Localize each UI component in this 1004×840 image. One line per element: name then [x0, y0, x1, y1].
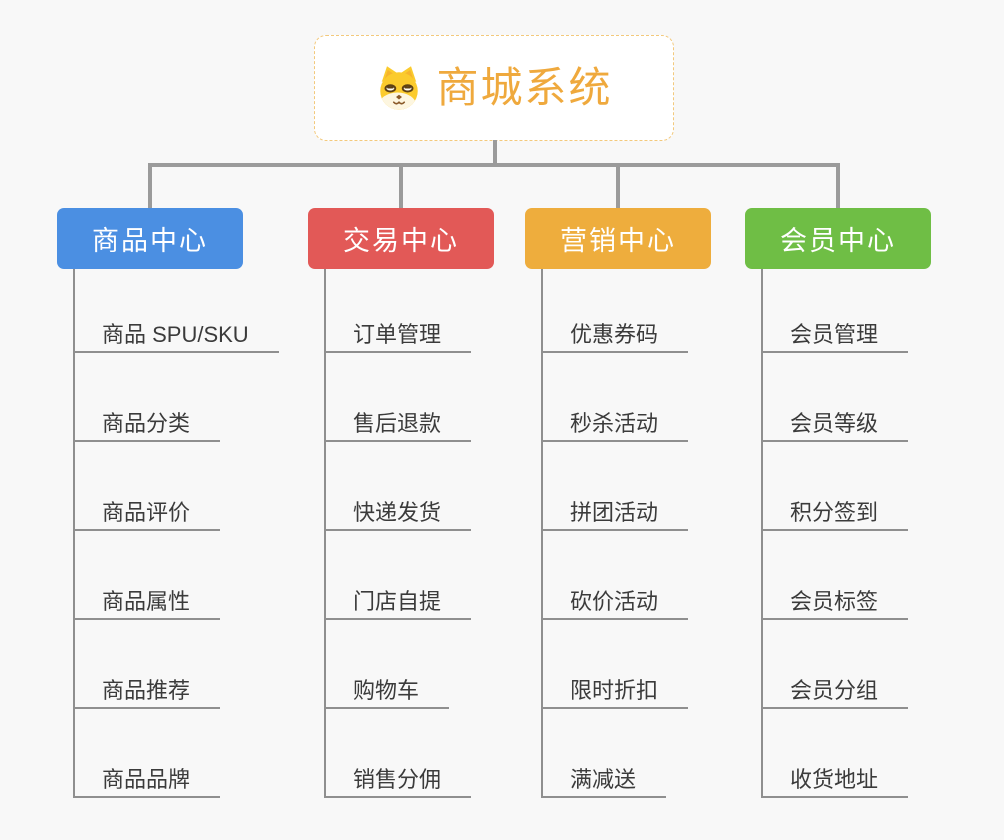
connector-branch-drop: [399, 163, 403, 208]
connector-root-stub: [493, 140, 497, 166]
branch-item[interactable]: 商品属性: [75, 531, 221, 620]
branch-item[interactable]: 商品品牌: [75, 709, 221, 798]
branch-item[interactable]: 商品分类: [75, 353, 221, 442]
branch-header[interactable]: 营销中心: [525, 208, 711, 269]
root-title: 商城系统: [436, 64, 613, 111]
branch-children: 会员管理会员等级积分签到会员标签会员分组收货地址: [761, 269, 931, 798]
branch: 营销中心 优惠券码秒杀活动拼团活动砍价活动限时折扣满减送: [525, 163, 711, 798]
branch-item[interactable]: 限时折扣: [543, 620, 689, 709]
branch-item[interactable]: 秒杀活动: [543, 353, 689, 442]
branch-item[interactable]: 快递发货: [326, 442, 472, 531]
branch-header[interactable]: 交易中心: [308, 208, 494, 269]
branch: 交易中心 订单管理售后退款快递发货门店自提购物车销售分佣: [308, 163, 494, 798]
connector-branch-drop: [616, 163, 620, 208]
root-node[interactable]: 商城系统: [314, 35, 674, 141]
connector-branch-drop: [836, 163, 840, 208]
branch-item[interactable]: 商品评价: [75, 442, 221, 531]
branch-children: 优惠券码秒杀活动拼团活动砍价活动限时折扣满减送: [541, 269, 711, 798]
branch-item[interactable]: 购物车: [326, 620, 450, 709]
branch-header[interactable]: 会员中心: [745, 208, 931, 269]
branch: 会员中心 会员管理会员等级积分签到会员标签会员分组收货地址: [745, 163, 931, 798]
branch-item[interactable]: 收货地址: [763, 709, 909, 798]
branch-item[interactable]: 商品 SPU/SKU: [75, 269, 279, 353]
branch-item[interactable]: 会员标签: [763, 531, 909, 620]
connector-branch-drop: [148, 163, 152, 208]
branch-item[interactable]: 砍价活动: [543, 531, 689, 620]
branch-item[interactable]: 会员分组: [763, 620, 909, 709]
branch-item[interactable]: 会员管理: [763, 269, 909, 353]
branch-item[interactable]: 销售分佣: [326, 709, 472, 798]
branch-item[interactable]: 优惠券码: [543, 269, 689, 353]
branch-item[interactable]: 满减送: [543, 709, 667, 798]
branch-children: 订单管理售后退款快递发货门店自提购物车销售分佣: [324, 269, 494, 798]
branch-item[interactable]: 售后退款: [326, 353, 472, 442]
branch-item[interactable]: 门店自提: [326, 531, 472, 620]
branch-item[interactable]: 拼团活动: [543, 442, 689, 531]
branch-item[interactable]: 商品推荐: [75, 620, 221, 709]
shiba-dog-icon: [380, 66, 419, 110]
branch-item[interactable]: 订单管理: [326, 269, 472, 353]
connector-horizontal-line: [148, 163, 840, 167]
branch-header[interactable]: 商品中心: [57, 208, 243, 269]
branch-item[interactable]: 积分签到: [763, 442, 909, 531]
branch-item[interactable]: 会员等级: [763, 353, 909, 442]
